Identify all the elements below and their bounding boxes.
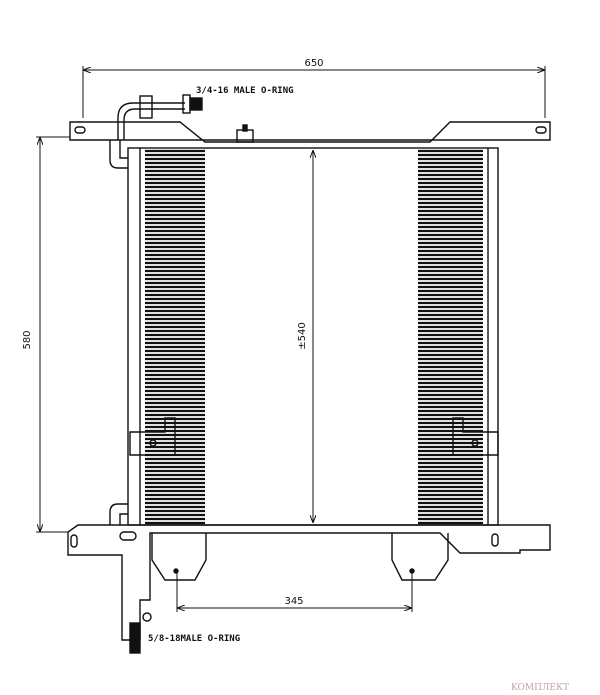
inlet-pipe <box>117 102 185 140</box>
label-top-fitting: 3/4-16 MALE O-RING <box>196 86 294 96</box>
dim-mount-spacing: 345 <box>284 596 303 607</box>
dim-overall-height: 580 <box>22 330 33 349</box>
left-foot <box>151 533 207 581</box>
bottom-bracket <box>67 524 551 641</box>
watermark-logo: KOMПЛЕКТ <box>511 683 569 693</box>
dim-core-height: ±540 <box>297 322 308 349</box>
label-bottom-fitting: 5/8-18MALE O-RING <box>148 634 240 644</box>
top-bracket <box>69 121 551 143</box>
dim-overall-width: 650 <box>304 58 323 69</box>
right-foot <box>391 533 449 581</box>
fin-pack <box>145 149 483 525</box>
